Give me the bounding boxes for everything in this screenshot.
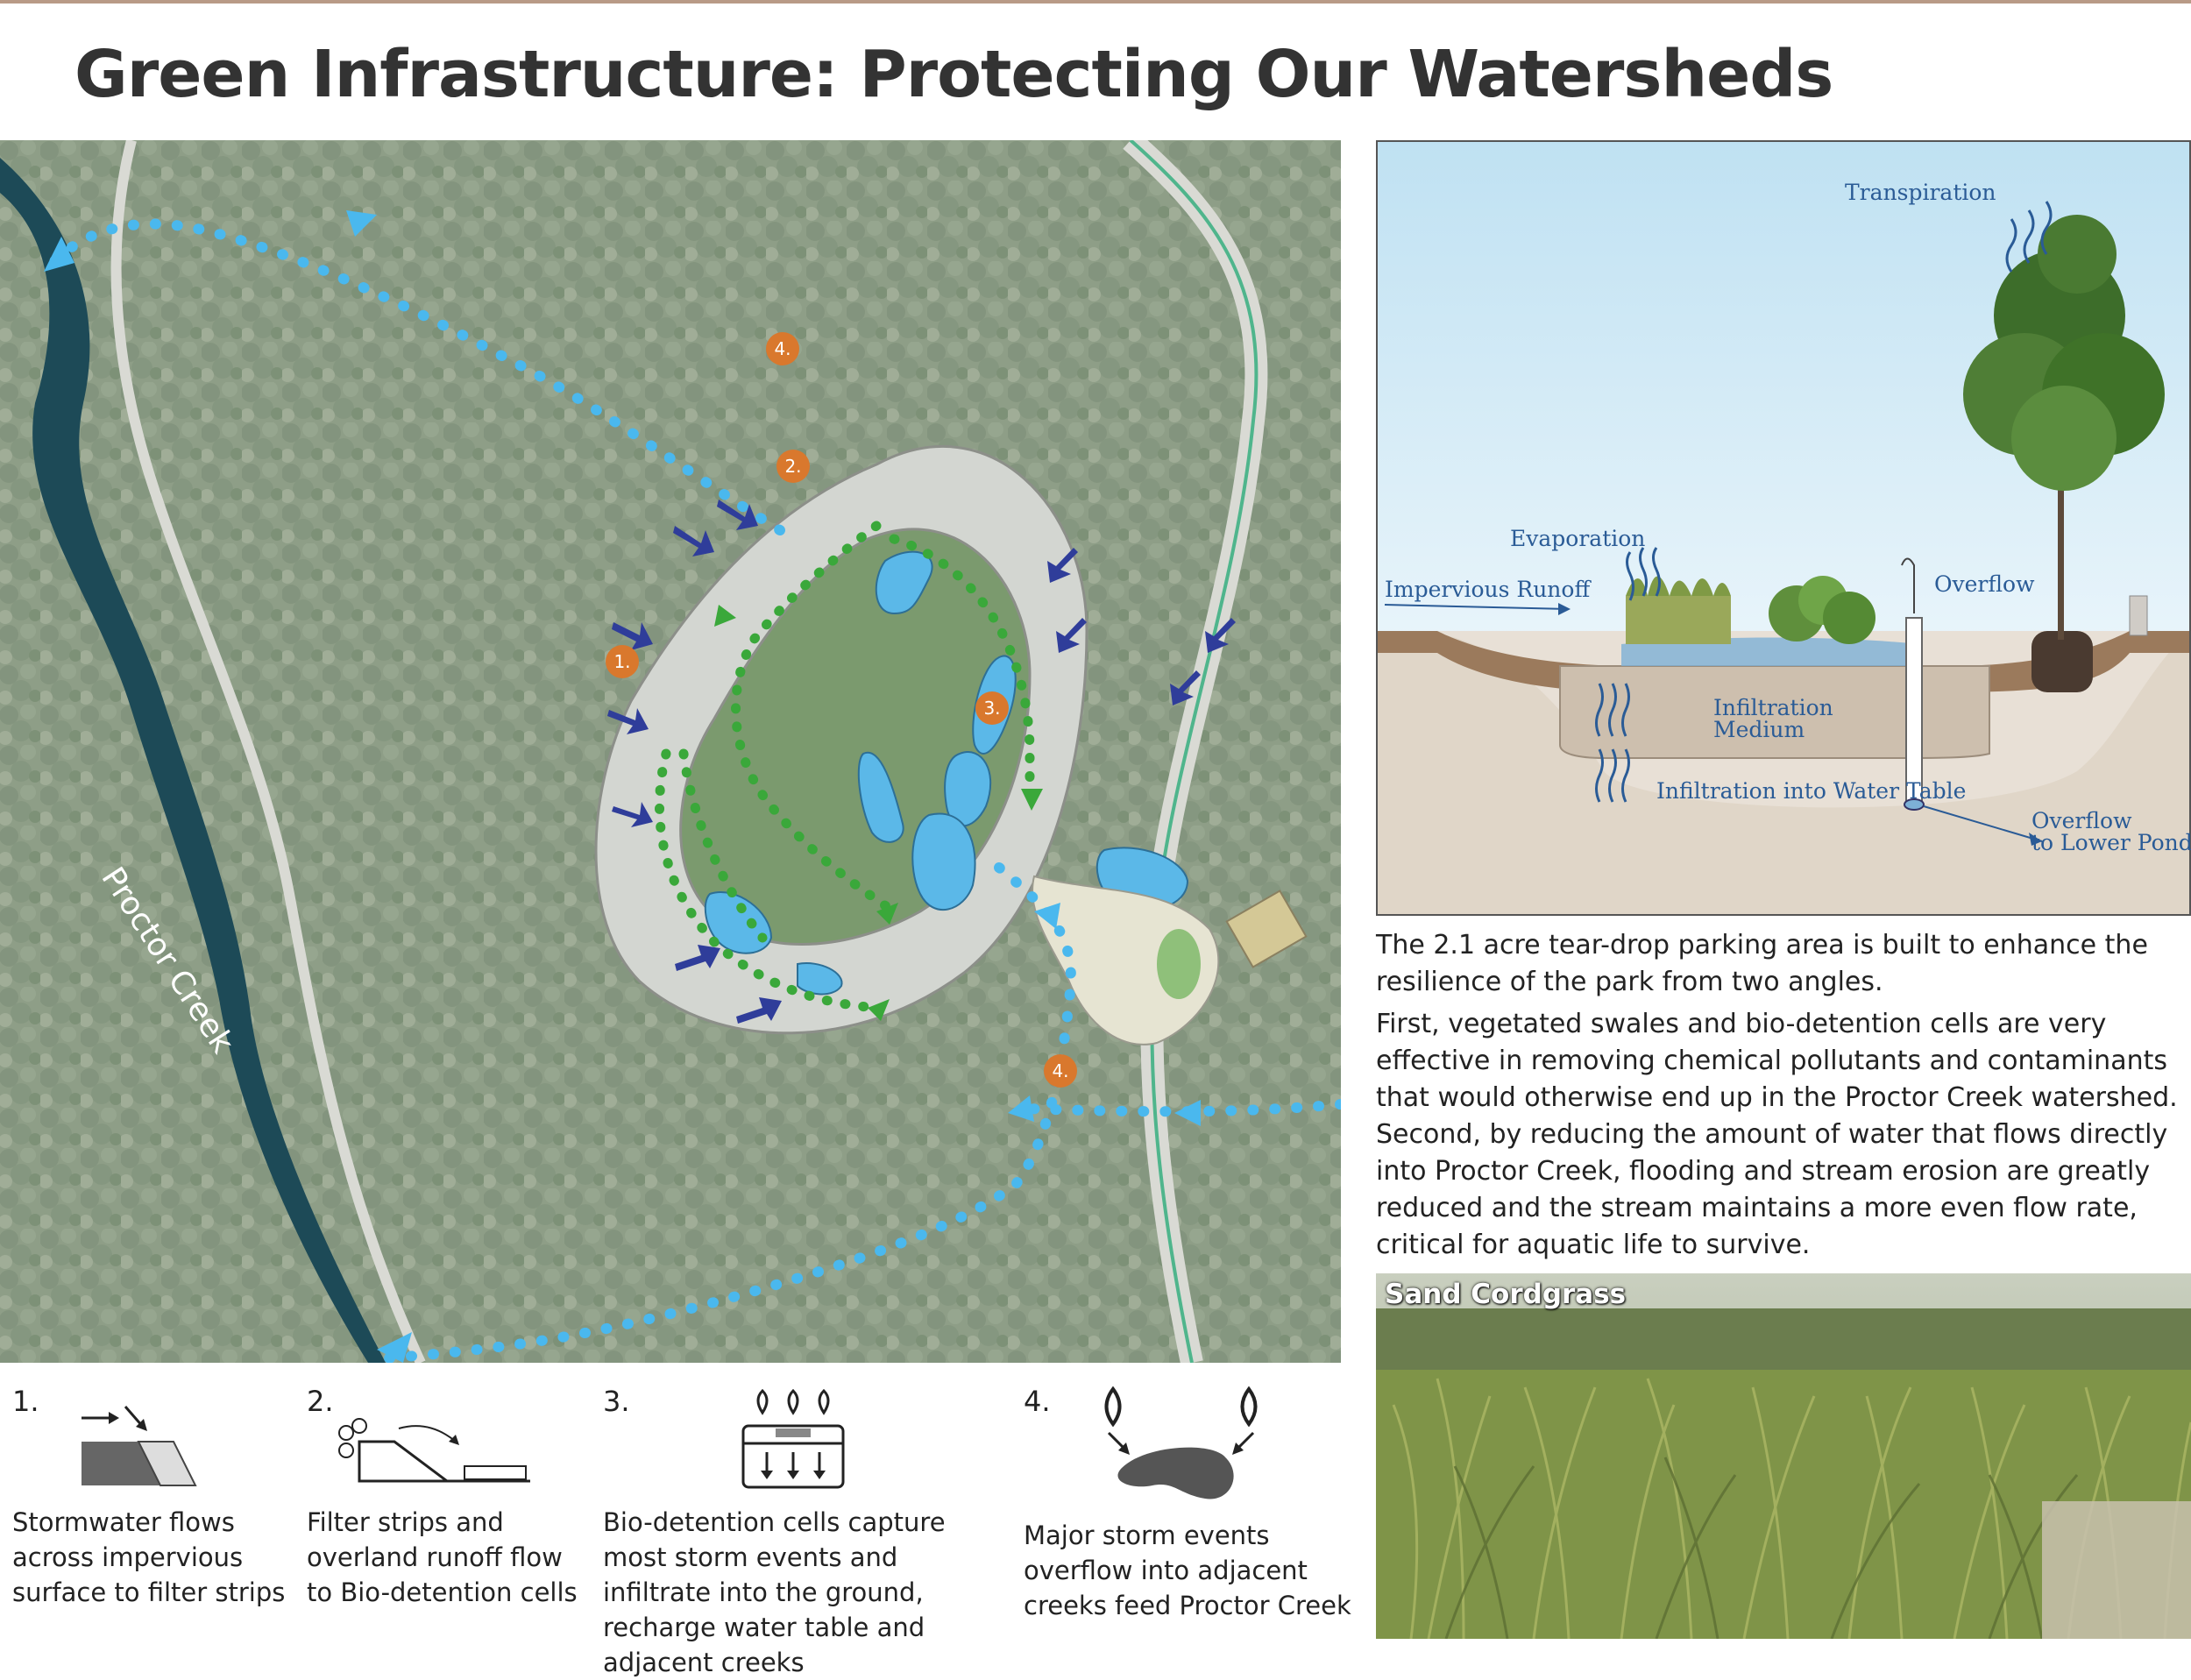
legend-text-4: Major storm events overflow into adjacen… — [1024, 1521, 1351, 1620]
pond-overflow-icon — [1104, 1386, 1258, 1499]
bio-cell — [797, 962, 843, 996]
label-impervious-runoff: Impervious Runoff — [1385, 577, 1591, 602]
svg-text:4.: 4. — [1052, 1060, 1068, 1081]
tree — [1963, 215, 2165, 692]
svg-text:4.: 4. — [774, 338, 791, 359]
description-paragraph-1: The 2.1 acre tear-drop parking area is b… — [1376, 930, 2148, 997]
bio-cell — [875, 550, 933, 615]
legend-number-2: 2. — [307, 1385, 334, 1418]
page-title: Green Infrastructure: Protecting Our Wat… — [74, 37, 1833, 112]
bio-detention-section-diagram: Transpiration Evaporation Impervious Run… — [1376, 140, 2191, 916]
bio-cell — [857, 751, 904, 843]
photo-label: Sand Cordgrass — [1385, 1279, 1627, 1310]
legend-number-3: 3. — [603, 1385, 630, 1418]
label-overflow-lower-pond-2: to Lower Pond — [2031, 830, 2191, 855]
legend-number-4: 4. — [1024, 1385, 1051, 1418]
svg-text:3.: 3. — [983, 698, 1000, 719]
site-plan-map: Proctor Creek — [0, 140, 1341, 1363]
label-evaporation: Evaporation — [1510, 526, 1646, 551]
swale-path — [655, 748, 882, 1013]
overflow-path — [380, 862, 1076, 1363]
label-overflow: Overflow — [1934, 571, 2035, 597]
wetland-plants — [1626, 576, 1875, 644]
legend-text-1: Stormwater flows across impervious surfa… — [12, 1507, 286, 1607]
svg-text:2.: 2. — [784, 456, 801, 477]
evaporation-arrows — [1626, 547, 1661, 601]
map-marker-4-north: 4. — [766, 332, 799, 365]
runoff-arrows — [607, 500, 1236, 1024]
transpiration-arrows — [2005, 201, 2053, 273]
label-transpiration: Transpiration — [1845, 180, 1996, 205]
top-border — [0, 0, 2191, 4]
label-infiltration-medium-2: Medium — [1713, 717, 1805, 742]
diagram-frame — [1376, 140, 2191, 916]
pavilion — [1225, 890, 1308, 968]
trail-path — [110, 140, 426, 1363]
bio-detention-icon — [741, 1388, 845, 1489]
description-paragraph-2: First, vegetated swales and bio-detentio… — [1376, 1009, 2178, 1260]
map-marker-2: 2. — [776, 450, 810, 483]
sand-cordgrass-photo: Sand Cordgrass — [1376, 1273, 2191, 1639]
map-marker-3: 3. — [975, 691, 1009, 725]
legend-text-3: Bio-detention cells capture most storm e… — [603, 1507, 946, 1677]
bio-cell — [944, 751, 992, 827]
bio-cell — [911, 812, 976, 911]
infiltration-arrows — [1595, 683, 1630, 803]
lawn — [1157, 929, 1201, 999]
plaza — [1032, 875, 1220, 1046]
map-marker-4-south: 4. — [1044, 1054, 1077, 1088]
label-infiltration-water-table: Infiltration into Water Table — [1656, 778, 1967, 804]
legend-number-1: 1. — [12, 1385, 39, 1418]
filter-strip-icon — [338, 1418, 530, 1483]
label-overflow-lower-pond-1: Overflow — [2031, 808, 2132, 833]
impervious-surface-icon — [82, 1406, 197, 1486]
overflow-path — [1020, 1099, 1341, 1117]
swale-path — [731, 521, 899, 917]
swale-path — [889, 534, 1035, 794]
map-marker-1: 1. — [606, 645, 639, 678]
swale-path — [678, 748, 768, 943]
bio-cell — [704, 891, 773, 954]
section-illustration — [1376, 140, 2191, 916]
svg-text:1.: 1. — [613, 651, 630, 672]
grass-illustration — [1376, 1273, 2191, 1639]
label-infiltration-medium-1: Infiltration — [1713, 695, 1833, 720]
legend-text-2: Filter strips and overland runoff flow t… — [307, 1507, 578, 1607]
